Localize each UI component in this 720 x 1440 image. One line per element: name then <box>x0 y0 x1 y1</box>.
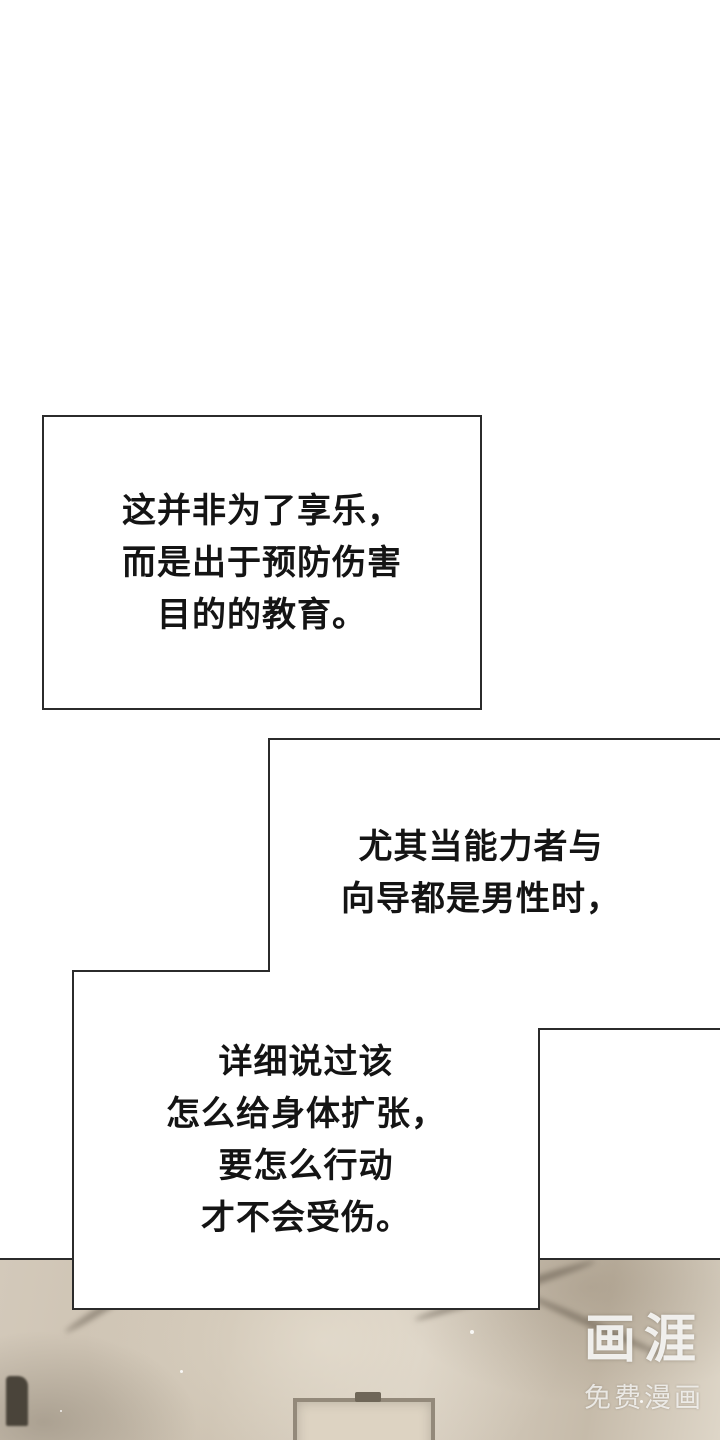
bubble-3-line-1: 详细说过该 <box>218 1043 394 1081</box>
bubble-union-patch <box>270 970 540 1028</box>
window-frame-shape <box>293 1392 435 1440</box>
dust-speck <box>470 1330 474 1334</box>
speech-bubble-1: 这并非为了享乐， 而是出于预防伤害 目的的教育。 <box>42 415 482 710</box>
bubble-3-line-3: 要怎么行动 <box>218 1147 394 1185</box>
watermark-subtitle: 免费漫画 <box>583 1383 704 1413</box>
bubble-3-line-4: 才不会受伤。 <box>201 1199 411 1237</box>
bubble-1-line-3: 目的的教育。 <box>157 595 367 634</box>
bubble-2-line-2: 向导都是男性时， <box>341 880 621 918</box>
bubble-2-line-1: 尤其当能力者与 <box>358 828 604 866</box>
watermark: 画涯 免费漫画 <box>584 1312 704 1415</box>
bubble-1-line-1: 这并非为了享乐， <box>122 491 402 530</box>
dust-speck <box>180 1370 183 1373</box>
dust-speck <box>60 1410 62 1412</box>
hook-silhouette <box>6 1376 28 1426</box>
bubble-1-line-2: 而是出于预防伤害 <box>122 543 402 582</box>
bubble-3-line-2: 怎么给身体扩张， <box>166 1095 446 1133</box>
dust-speck <box>640 1400 643 1403</box>
window-knob-shape <box>355 1392 381 1402</box>
huaya-logo: 画涯 <box>583 1311 704 1369</box>
